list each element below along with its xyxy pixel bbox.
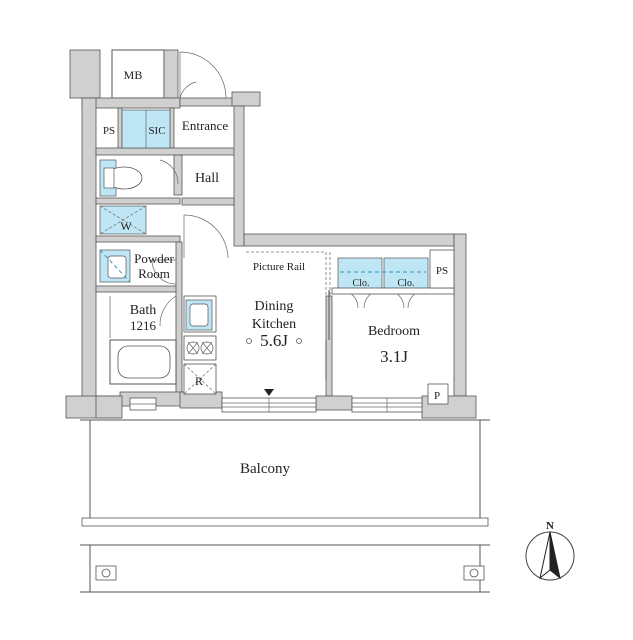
label-powder-2: Room — [138, 266, 170, 281]
closet-2 — [383, 257, 429, 291]
label-clo-1: Clo. — [353, 278, 370, 289]
label-hall: Hall — [195, 171, 219, 186]
entry-marker — [264, 389, 274, 396]
fixtures — [99, 109, 455, 405]
label-w: W — [120, 219, 132, 233]
label-ps-left: PS — [103, 125, 115, 137]
label-mb: MB — [124, 68, 143, 82]
label-kitchen: Kitchen — [252, 317, 296, 332]
label-p: P — [434, 390, 440, 402]
label-bath-2: 1216 — [130, 318, 157, 333]
label-powder-1: Powder — [134, 251, 174, 266]
label-north: N — [546, 520, 554, 532]
room-labels: MB PS SIC Entrance Hall W Powder Room Ba… — [103, 68, 554, 532]
walls — [65, 49, 477, 419]
label-dining: Dining — [255, 299, 294, 314]
balcony — [80, 419, 490, 593]
label-dining-size: 5.6J — [260, 331, 288, 350]
label-clo-2: Clo. — [398, 278, 415, 289]
label-balcony: Balcony — [240, 461, 290, 477]
label-r: R — [195, 374, 203, 388]
label-entrance: Entrance — [182, 118, 228, 133]
label-ps-right: PS — [436, 265, 448, 277]
closet-1 — [337, 257, 383, 291]
label-bedroom: Bedroom — [368, 324, 420, 339]
north-arrow-icon — [525, 531, 575, 581]
label-picture-rail: Picture Rail — [253, 261, 305, 273]
label-bedroom-size: 3.1J — [380, 347, 408, 366]
windows — [129, 397, 423, 413]
label-sic: SIC — [148, 125, 165, 137]
label-bath-1: Bath — [130, 303, 156, 318]
stove — [183, 335, 217, 361]
